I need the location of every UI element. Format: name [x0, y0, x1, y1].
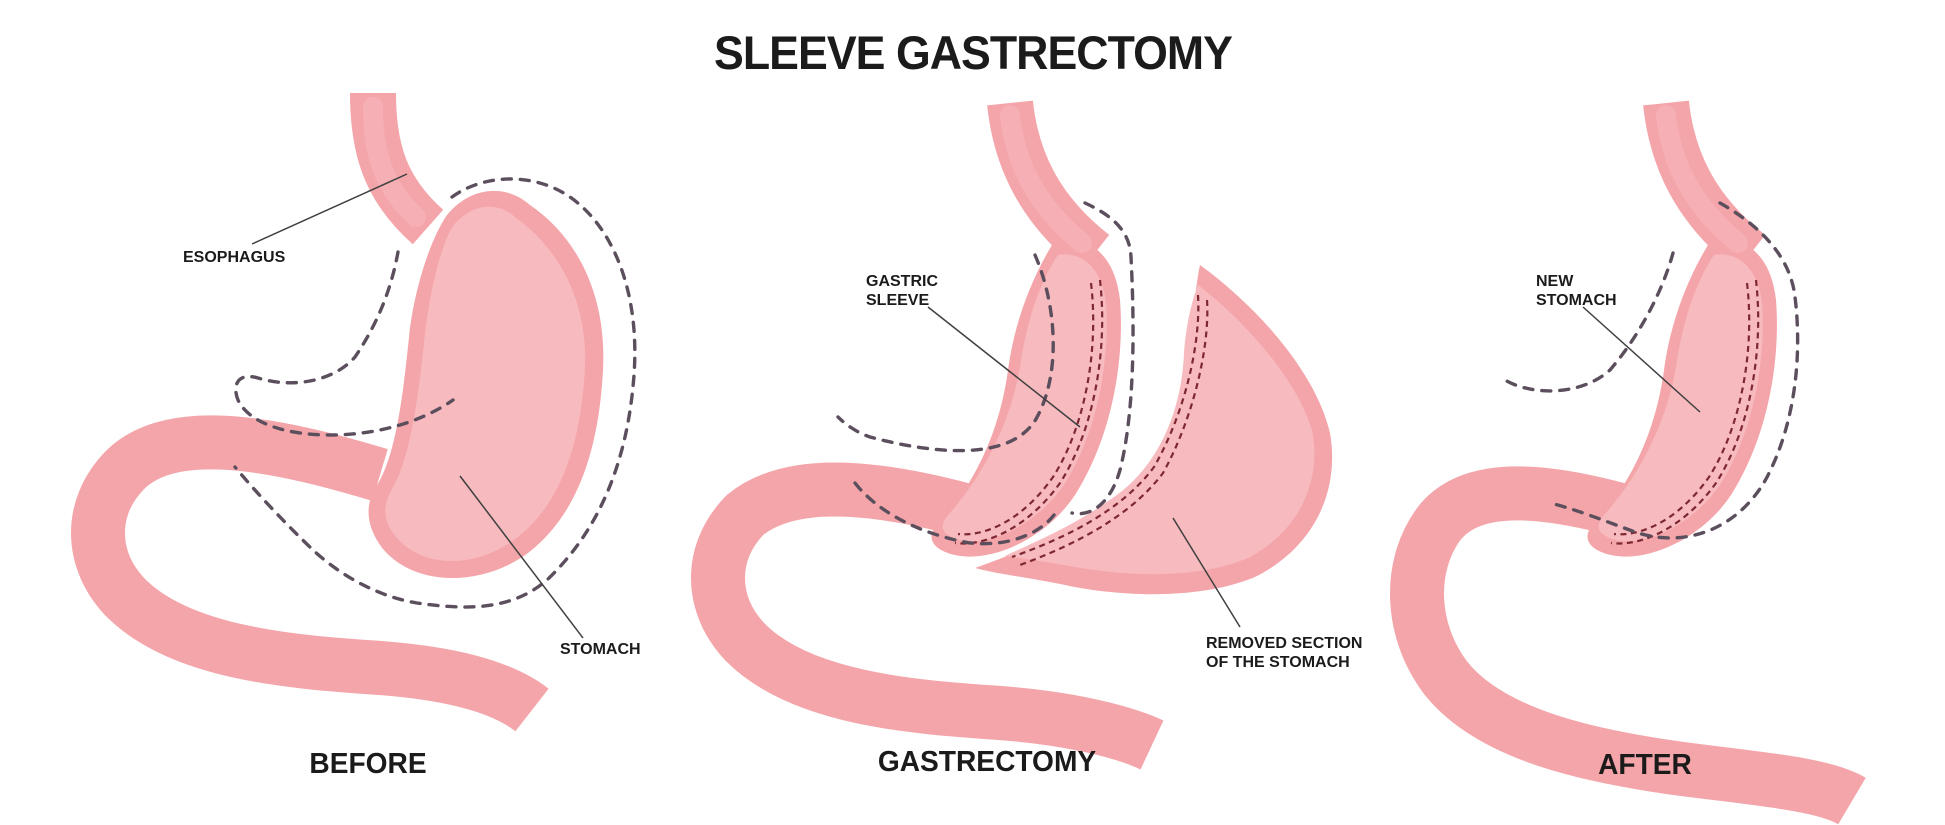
removed-section-staple-line-1: [1011, 294, 1200, 559]
duodenum-shape: [71, 415, 549, 732]
stomach-outline-dashed-outer: [233, 177, 637, 609]
before-stomach-illustration: [71, 92, 637, 732]
esophagus-pointer-line: [251, 173, 408, 245]
gastric-sleeve-label: GASTRIC SLEEVE: [866, 273, 938, 309]
stomach-outline-dashed-bottom: [853, 481, 1056, 546]
removed-section-pointer-line: [1172, 517, 1241, 628]
esophagus-label: ESOPHAGUS: [183, 249, 286, 266]
new-stomach-staple-line-1: [1610, 279, 1760, 545]
stomach-label: STOMACH: [560, 641, 641, 658]
stomach-inner-shape: [385, 206, 586, 561]
page-title: SLEEVE GASTRECTOMY: [714, 26, 1233, 79]
before-caption: BEFORE: [309, 748, 427, 780]
esophagus-highlight: [1000, 105, 1092, 253]
new-stomach-pointer-line: [1582, 306, 1701, 413]
after-stomach-illustration: [1390, 100, 1866, 825]
duodenum-shape: [691, 462, 1164, 770]
new-stomach-staple-line-2: [1613, 282, 1751, 536]
stomach-outline-dashed-left: [836, 253, 1055, 453]
stomach-pointer-line: [459, 475, 584, 639]
gastric-sleeve-inner-shape: [942, 254, 1107, 542]
new-stomach-label: NEW STOMACH: [1536, 273, 1617, 309]
gastrectomy-caption: GASTRECTOMY: [877, 746, 1097, 778]
removed-section-label: REMOVED SECTION OF THE STOMACH: [1206, 635, 1363, 671]
stomach-outline-dashed-gap: [1070, 201, 1135, 516]
stomach-outline-dashed-left: [1503, 251, 1675, 393]
esophagus-highlight: [363, 97, 426, 227]
stomach-outline-dashed-inner: [234, 250, 455, 437]
removed-section-staple-line-2: [1019, 299, 1209, 567]
after-caption: AFTER: [1598, 749, 1692, 781]
sleeve-staple-line-1: [954, 279, 1104, 545]
gastrectomy-stomach-illustration: [691, 100, 1333, 770]
stomach-outline-dashed-outer: [1548, 201, 1800, 540]
removed-section-inner-shape: [1005, 285, 1315, 575]
gastric-sleeve-pointer-line: [927, 306, 1081, 428]
sleeve-staple-line-2: [957, 282, 1095, 536]
duodenum-shape: [1390, 466, 1866, 825]
esophagus-highlight: [1656, 105, 1748, 253]
new-stomach-inner-shape: [1598, 254, 1763, 542]
